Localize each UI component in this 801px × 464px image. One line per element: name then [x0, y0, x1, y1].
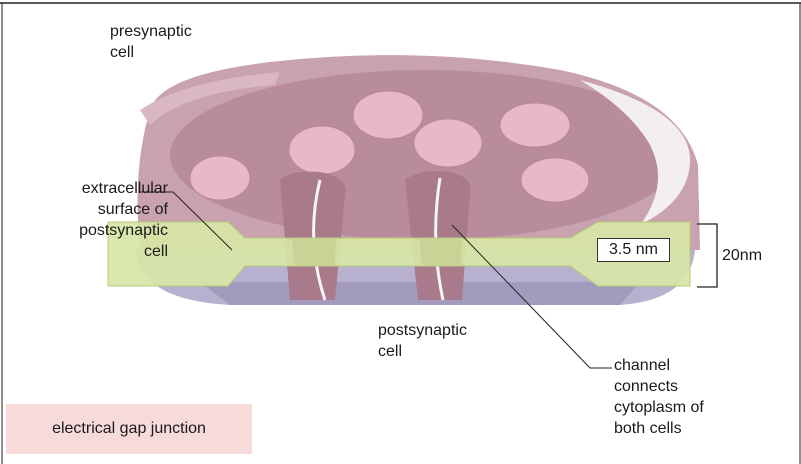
channel-label: channel connects cytoplasm of both cells — [614, 355, 704, 439]
membrane-width-bracket — [697, 224, 717, 287]
postsynaptic-label-line-2: cell — [378, 341, 467, 362]
presynaptic-label-line-2: cell — [110, 42, 192, 63]
postsynaptic-cell-label: postsynaptic cell — [378, 320, 467, 362]
channel-label-line-1: channel — [614, 355, 704, 376]
extracellular-surface-label: extracellular surface of postsynaptic ce… — [38, 178, 168, 262]
membrane-width-label: 20nm — [722, 245, 762, 266]
connexon-4 — [414, 119, 482, 167]
channel-label-line-4: both cells — [614, 418, 704, 439]
postsynaptic-label-line-1: postsynaptic — [378, 320, 467, 341]
gap-width-label: 3.5 nm — [597, 238, 670, 262]
extracellular-label-line-3: postsynaptic — [38, 220, 168, 241]
connexon-1 — [190, 156, 250, 200]
connexon-5 — [500, 103, 570, 147]
extracellular-label-line-1: extracellular — [38, 178, 168, 199]
connexon-6 — [521, 158, 589, 202]
channel-label-line-3: cytoplasm of — [614, 397, 704, 418]
channel-in-gap-left — [292, 238, 336, 266]
channel-in-gap-right — [420, 238, 462, 266]
connexon-3 — [353, 91, 423, 139]
channel-label-line-2: connects — [614, 376, 704, 397]
presynaptic-cell-label: presynaptic cell — [110, 21, 192, 63]
extracellular-label-line-2: surface of — [38, 199, 168, 220]
caption-box: electrical gap junction — [6, 404, 252, 454]
presynaptic-label-line-1: presynaptic — [110, 21, 192, 42]
caption-text: electrical gap junction — [52, 420, 206, 438]
extracellular-label-line-4: cell — [38, 241, 168, 262]
connexon-2 — [289, 126, 355, 174]
